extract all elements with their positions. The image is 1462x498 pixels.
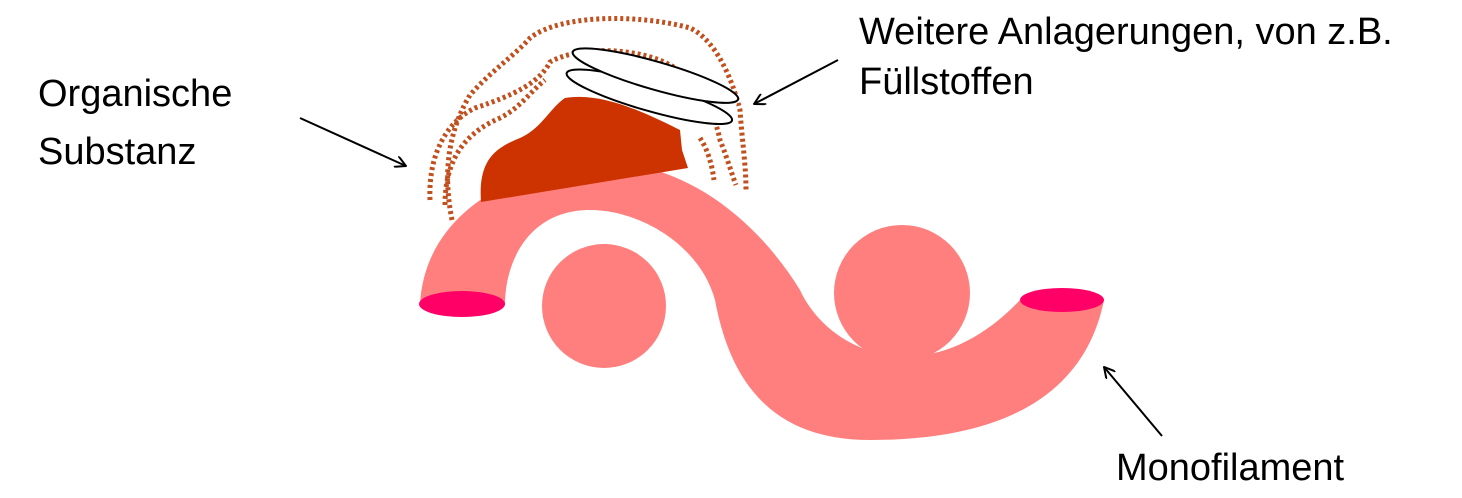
label-organic-substance-line1: Organische — [38, 73, 232, 115]
label-further-deposits-line1: Weitere Anlagerungen, von z.B. — [859, 11, 1393, 53]
filament-cross-section-left — [542, 244, 666, 368]
filament-cross-section-right — [834, 225, 970, 361]
label-monofilament: Monofilament — [1116, 447, 1345, 489]
filament-end-left — [419, 291, 505, 317]
filament-end-right — [1020, 288, 1104, 312]
arrow-monofilament — [1104, 367, 1162, 436]
dotted-outline-inner-right — [700, 138, 714, 180]
label-further-deposits-line2: Füllstoffen — [859, 61, 1034, 103]
arrow-organic-substance — [300, 118, 406, 166]
label-organic-substance-line2: Substanz — [38, 131, 196, 173]
monofilament-tube — [420, 162, 1104, 440]
arrow-further-deposits — [754, 60, 838, 104]
